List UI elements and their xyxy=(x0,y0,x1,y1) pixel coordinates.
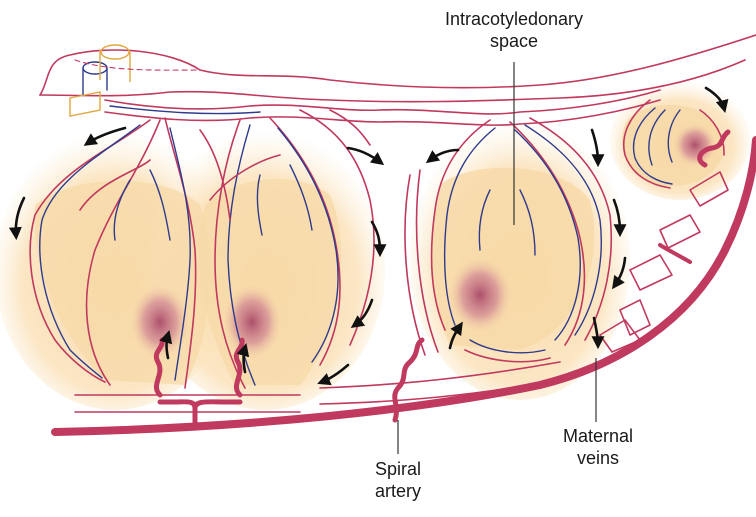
label-intracotyledonary-line2: space xyxy=(424,30,604,52)
flow-arrow-4 xyxy=(244,348,246,372)
label-spiral-artery: Spiral artery xyxy=(358,458,438,502)
chorionic-plate-upper xyxy=(40,35,756,95)
spiral-artery-small-right xyxy=(660,245,690,262)
septum-fragment-1 xyxy=(620,300,650,335)
maternal-blood-hotspot-4 xyxy=(673,123,717,167)
label-maternal-veins-line1: Maternal xyxy=(548,425,648,447)
flow-arrow-3 xyxy=(167,335,169,358)
septum-fragment-3 xyxy=(630,255,672,290)
label-maternal-veins: Maternal veins xyxy=(548,425,648,469)
label-maternal-veins-line2: veins xyxy=(548,447,648,469)
label-spiral-artery-line1: Spiral xyxy=(358,458,438,480)
maternal-blood-hotspot-3 xyxy=(448,257,512,333)
label-intracotyledonary-line1: Intracotyledonary xyxy=(424,8,604,30)
umbilical-artery-opening xyxy=(101,45,129,59)
villus-red-2h xyxy=(330,110,370,145)
label-intracotyledonary-space: Intracotyledonary space xyxy=(424,8,604,52)
label-spiral-artery-line2: artery xyxy=(358,480,438,502)
septum-fragment-4 xyxy=(660,215,700,248)
flow-arrow-5 xyxy=(348,148,380,162)
umbilical-artery-walls xyxy=(100,50,130,82)
